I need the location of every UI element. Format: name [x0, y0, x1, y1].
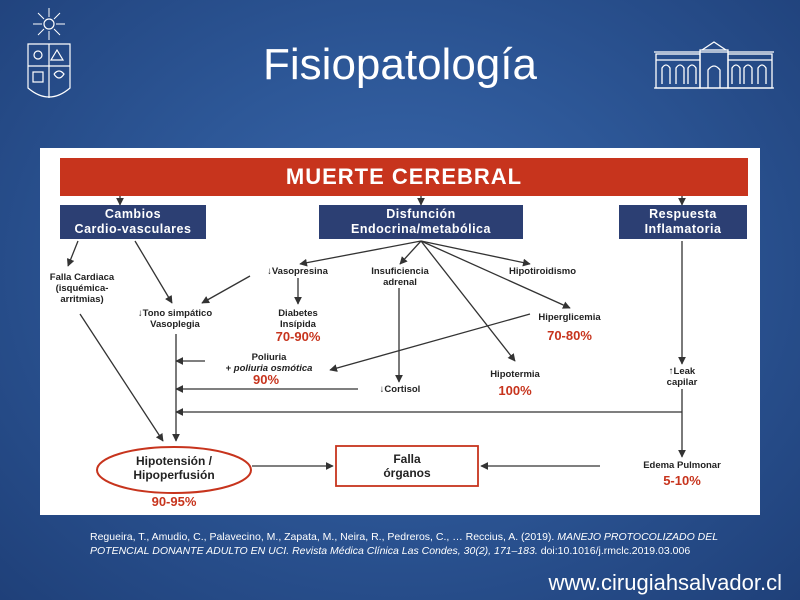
hipotension-percent: 90-95% — [151, 494, 197, 509]
edema-pulmonar-label: Edema Pulmonar — [643, 460, 721, 471]
poliuria-line2-prefix: + — [225, 363, 234, 374]
diabetes-line1: Diabetes — [278, 308, 318, 319]
cortisol-label: ↓Cortisol — [379, 384, 421, 395]
header-cardio-line1: Cambios — [104, 207, 162, 221]
website-url: www.cirugiahsalvador.cl — [548, 570, 782, 595]
header-inflam-line1: Respuesta — [649, 207, 717, 221]
leak-line2: capilar — [666, 377, 698, 388]
tono-line1: ↓Tono simpático — [137, 308, 213, 319]
diabetes-line2: Insípida — [280, 319, 316, 330]
hipotermia-label: Hipotermia — [490, 369, 540, 380]
citation-authors: Regueira, T., Amudio, C., Palavecino, M.… — [90, 531, 555, 543]
falla-organos-line2: órganos — [383, 466, 431, 480]
insuficiencia-line1: Insuficiencia — [371, 266, 429, 277]
citation: Regueira, T., Amudio, C., Palavecino, M.… — [90, 530, 730, 558]
hipotension-ellipse — [96, 446, 252, 494]
poliuria-label: Poliuria + poliuria osmótica — [205, 352, 333, 374]
citation-title: MANEJO PROTOCOLIZADO DEL POTENCIAL DONAN… — [90, 531, 718, 557]
tono-line2: Vasoplegia — [150, 319, 200, 330]
falla-cardiaca-line2: (isquémica- — [55, 283, 109, 294]
hipotiroidismo-label: Hipotiroidismo — [508, 266, 577, 277]
header-endocrine-line2: Endocrina/metabólica — [351, 222, 491, 236]
hipotension-label: Hipotensión / Hipoperfusión — [114, 454, 234, 482]
diabetes-percent: 70-90% — [275, 329, 321, 344]
poliuria-line2-italic: poliuria osmótica — [233, 363, 313, 374]
diabetes-insipida-label: Diabetes Insípida — [262, 308, 334, 330]
diagram-connectors — [66, 196, 686, 494]
tono-simpatico-label: ↓Tono simpático Vasoplegia — [120, 308, 230, 330]
citation-doi: doi:10.1016/j.rmclc.2019.03.006 — [540, 545, 691, 557]
hipotermia-percent: 100% — [498, 383, 532, 398]
hipotension-line1: Hipotensión / — [136, 454, 212, 468]
insuficiencia-adrenal-label: Insuficiencia adrenal — [355, 266, 445, 288]
muerte-cerebral-banner: MUERTE CEREBRAL — [60, 158, 748, 196]
slide-title: Fisiopatología — [263, 40, 537, 89]
poliuria-line1: Poliuria — [251, 352, 287, 363]
falla-organos-box — [335, 445, 479, 487]
vasopresina-label: ↓Vasopresina — [267, 266, 328, 277]
hospital-building-logo — [654, 41, 774, 89]
leak-capilar-label: ↑Leak capilar — [652, 366, 712, 388]
poliuria-percent: 90% — [252, 372, 280, 387]
falla-organos-line1: Falla — [393, 452, 421, 466]
hiperglicemia-label: Hiperglicemia — [538, 312, 601, 323]
university-seal-logo — [27, 8, 71, 98]
header-cardio-line2: Cardio-vasculares — [74, 222, 192, 236]
falla-organos-label: Falla órganos — [336, 452, 478, 480]
leak-line1: ↑Leak — [668, 366, 696, 377]
falla-cardiaca-line1: Falla Cardiaca — [49, 272, 115, 283]
hiperglicemia-percent: 70-80% — [547, 328, 592, 343]
hipotension-line2: Hipoperfusión — [133, 468, 215, 482]
falla-cardiaca-label: Falla Cardiaca (isquémica- arritmias) — [42, 272, 122, 305]
header-endocrine-line1: Disfunción — [386, 207, 456, 221]
falla-cardiaca-line3: arritmias) — [60, 294, 104, 305]
header-inflam-line2: Inflamatoria — [644, 222, 722, 236]
edema-percent: 5-10% — [663, 473, 701, 488]
insuficiencia-line2: adrenal — [383, 277, 417, 288]
